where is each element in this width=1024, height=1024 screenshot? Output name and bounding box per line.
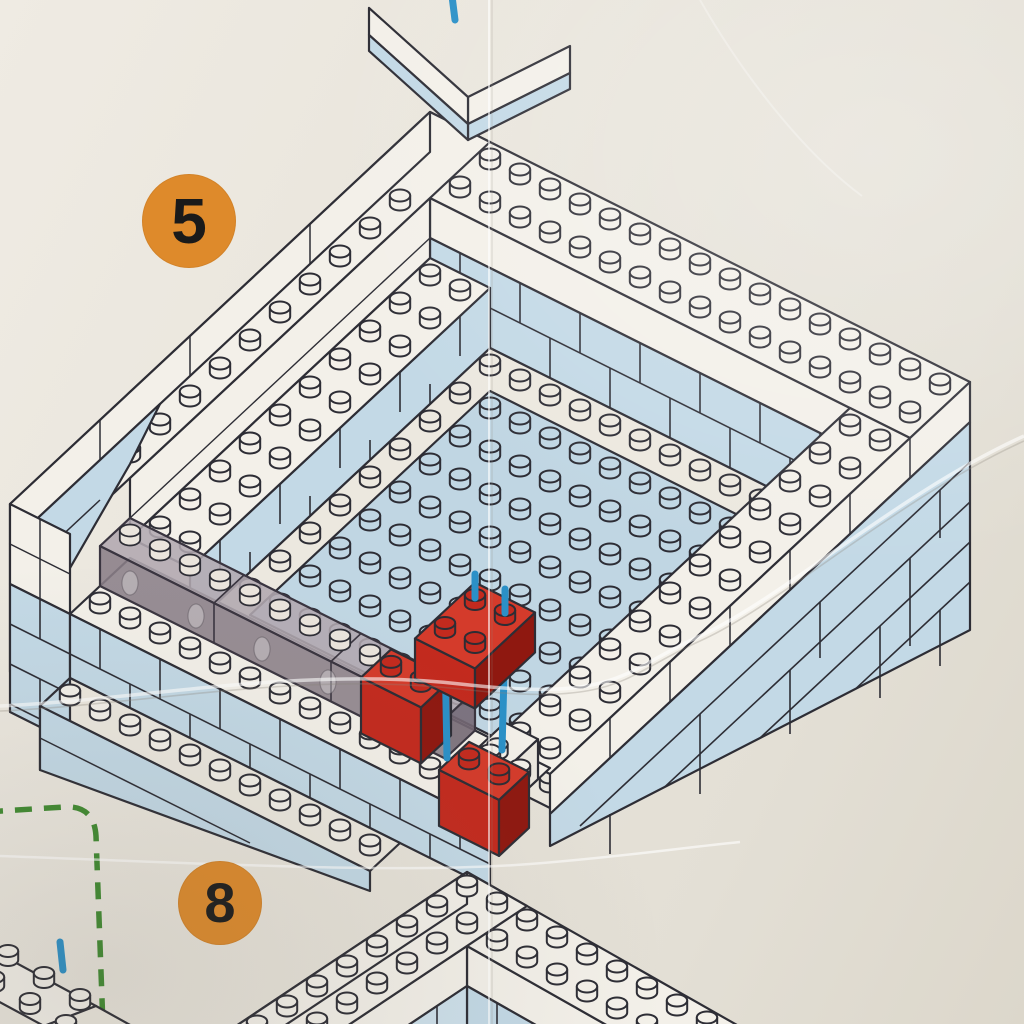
step-8-badge: 8 [178,861,262,945]
front-apron-studs [58,683,382,857]
step8-rim-studs [245,874,719,1024]
back-left-ledge-studs [148,263,472,554]
callout-brick-fragment [0,938,131,1024]
step-5-number: 5 [171,185,207,257]
step-5-badge: 5 [142,174,236,268]
callout-dashed-box [0,804,106,1024]
terrace-studs [88,591,532,810]
placement-arrow-icon [471,570,509,617]
step5-assembly-illustration [8,110,972,893]
step-8-number: 8 [204,871,236,934]
fragment-studs [0,944,92,1024]
placement-arrow-icon [56,938,67,974]
red-brick [437,740,531,858]
previous-structure-remnant [367,0,572,142]
placement-arrow-icon [448,0,459,24]
